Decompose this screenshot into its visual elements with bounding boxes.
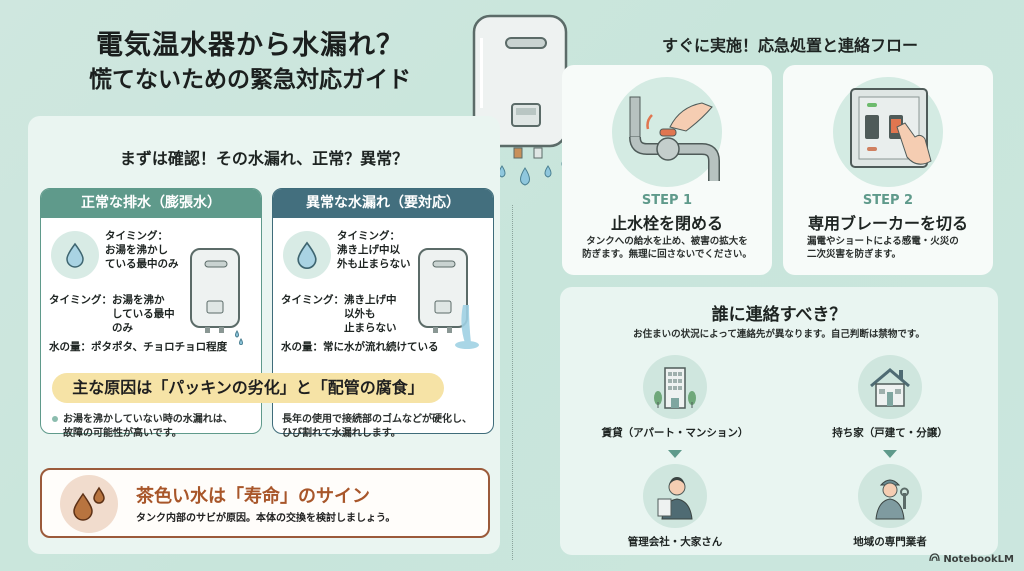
title-line-1: 電気温水器から水漏れ？	[96, 30, 404, 61]
normal-timing: タイミング： お湯を沸か している最中 のみ	[49, 294, 175, 334]
normal-card-header: 正常な排水（膨張水）	[41, 189, 261, 218]
water-drop-icon	[51, 231, 99, 279]
valve-hand-icon	[612, 77, 722, 187]
contractor-label: 地域の専門業者	[853, 536, 927, 548]
contact-panel	[560, 287, 998, 555]
main-title: 電気温水器から水漏れ？ 慌てないための緊急対応ガイド	[40, 28, 460, 96]
normal-amount: 水の量：ポタポタ、チョロチョロ程度	[49, 341, 228, 353]
water-drop-icon	[283, 231, 331, 279]
brown-water-title: 茶色い水は「寿命」のサイン	[136, 486, 370, 507]
step-1-desc: タンクへの給水を止め、被害の拡大を 防ぎます。無理に回さないでください。	[582, 236, 752, 260]
manager-person-icon	[643, 464, 707, 528]
flow-heading: すぐに実施！応急処置と連絡フロー	[661, 36, 918, 55]
main-cause-banner: 主な原因は「パッキンの劣化」と「配管の腐食」	[52, 373, 444, 403]
brown-water-subtitle: タンク内部のサビが原因。本体の交換を検討しましょう。	[136, 513, 396, 524]
abnormal-amount: 水の量：常に水が流れ続けている	[281, 341, 439, 353]
repair-worker-icon	[858, 464, 922, 528]
arrow-down-icon	[883, 450, 897, 458]
step-1-label: STEP 1	[641, 193, 693, 208]
arrow-down-icon	[668, 450, 682, 458]
notebooklm-brand: NotebookLM	[929, 553, 1014, 565]
abnormal-short-text: タイミング： 沸き上げ中以 外も止まらない	[337, 230, 411, 270]
breaker-hand-icon	[833, 77, 943, 187]
step-2-desc: 漏電やショートによる感電・火災の 二次災害を防ぎます。	[807, 236, 959, 260]
step-2-label: STEP 2	[862, 193, 914, 208]
water-heater-dripping-icon	[187, 245, 247, 349]
house-icon	[858, 355, 922, 419]
normal-note: お湯を沸かしていない時の水漏れは、 故障の可能性が高いです。	[52, 413, 233, 441]
abnormal-timing: タイミング： 沸き上げ中 以外も 止まらない	[281, 294, 397, 334]
contact-title: 誰に連絡すべき？	[711, 305, 847, 325]
abnormal-note: 長年の使用で接続部のゴムなどが硬化し、 ひび割れて水漏れします。	[282, 414, 472, 439]
owned-home-column: 持ち家（戸建て・分譲） 地域の専門業者	[790, 355, 990, 549]
check-heading: まずは確認！その水漏れ、正常？異常？	[119, 149, 409, 168]
apartment-building-icon	[643, 355, 707, 419]
brown-drops-icon	[60, 475, 118, 533]
owned-home-label: 持ち家（戸建て・分譲）	[832, 427, 948, 439]
step-1-card: STEP 1 止水栓を閉める タンクへの給水を止め、被害の拡大を 防ぎます。無理…	[562, 65, 772, 275]
contact-subtitle: お住まいの状況によって連絡先が異なります。自己判断は禁物です。	[633, 329, 925, 340]
notebooklm-logo-icon	[929, 553, 940, 565]
manager-label: 管理会社・大家さん	[627, 536, 723, 548]
title-line-2: 慌てないための緊急対応ガイド	[89, 67, 411, 93]
step-1-title: 止水栓を閉める	[610, 214, 723, 233]
rental-label: 賃貸（アパート・マンション）	[601, 427, 749, 439]
step-2-card: STEP 2 専用ブレーカーを切る 漏電やショートによる感電・火災の 二次災害を…	[783, 65, 993, 275]
bullet-icon	[52, 416, 58, 422]
rental-column: 賃貸（アパート・マンション） 管理会社・大家さん	[575, 355, 775, 549]
normal-short-text: タイミング： お湯を沸かし ている最中のみ	[105, 230, 179, 270]
section-divider	[512, 205, 513, 560]
step-2-title: 専用ブレーカーを切る	[807, 214, 968, 233]
water-heater-leaking-icon	[415, 245, 479, 359]
abnormal-card-header: 異常な水漏れ（要対応）	[273, 189, 493, 218]
